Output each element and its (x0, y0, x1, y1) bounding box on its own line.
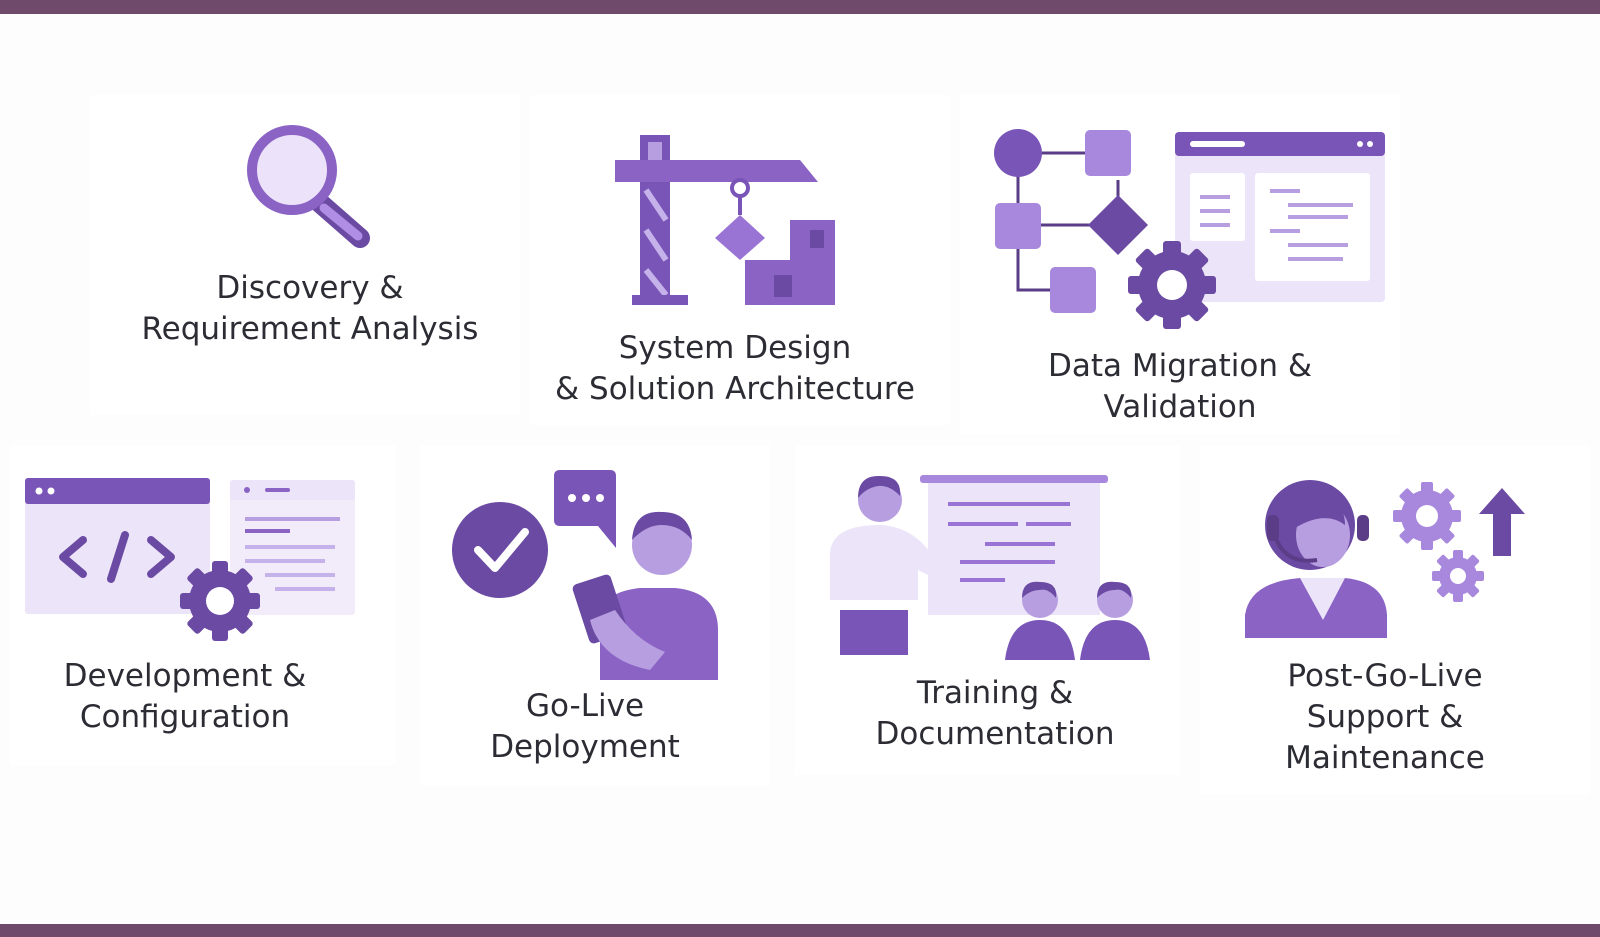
stage-label-line: Training & (916, 675, 1074, 711)
stage-label-line: Documentation (875, 716, 1115, 752)
stage-label-line: & Solution Architecture (555, 371, 915, 407)
person-tablet-check-icon (452, 470, 718, 680)
stage-label-discovery: Discovery & Requirement Analysis (100, 268, 520, 350)
stage-label-line: Deployment (490, 729, 680, 765)
bottom-frame-bar (0, 924, 1600, 937)
flowchart-gear-icon (994, 129, 1385, 329)
stage-label-line: Discovery & (216, 270, 404, 306)
code-window-gear-icon (25, 478, 355, 641)
presenter-whiteboard-icon (830, 475, 1150, 660)
stage-label-line: Data Migration & (1047, 348, 1313, 384)
stage-label-data-migration: Data Migration & Validation (975, 346, 1385, 428)
stage-label-line: Post-Go-Live (1287, 658, 1483, 694)
stage-label-line: Requirement Analysis (141, 311, 479, 347)
stage-label-development: Development & Configuration (0, 656, 370, 738)
stage-label-line: Validation (1103, 389, 1257, 425)
top-frame-bar (0, 0, 1600, 14)
stage-label-training: Training & Documentation (815, 673, 1175, 755)
stage-label-system-design: System Design & Solution Architecture (530, 328, 940, 410)
construction-crane-icon (615, 135, 835, 305)
stage-label-line: System Design (618, 330, 852, 366)
stage-label-line: Go-Live (525, 688, 645, 724)
magnifying-glass-icon (247, 125, 370, 248)
stage-label-line: Development & (63, 658, 307, 694)
stage-label-line: Maintenance (1285, 740, 1485, 776)
stage-label-support: Post-Go-Live Support & Maintenance (1205, 656, 1565, 779)
stage-label-line: Configuration (79, 699, 291, 735)
stage-label-line: Support & (1306, 699, 1464, 735)
support-agent-headset-icon (1245, 480, 1525, 638)
stage-label-go-live: Go-Live Deployment (410, 686, 760, 768)
